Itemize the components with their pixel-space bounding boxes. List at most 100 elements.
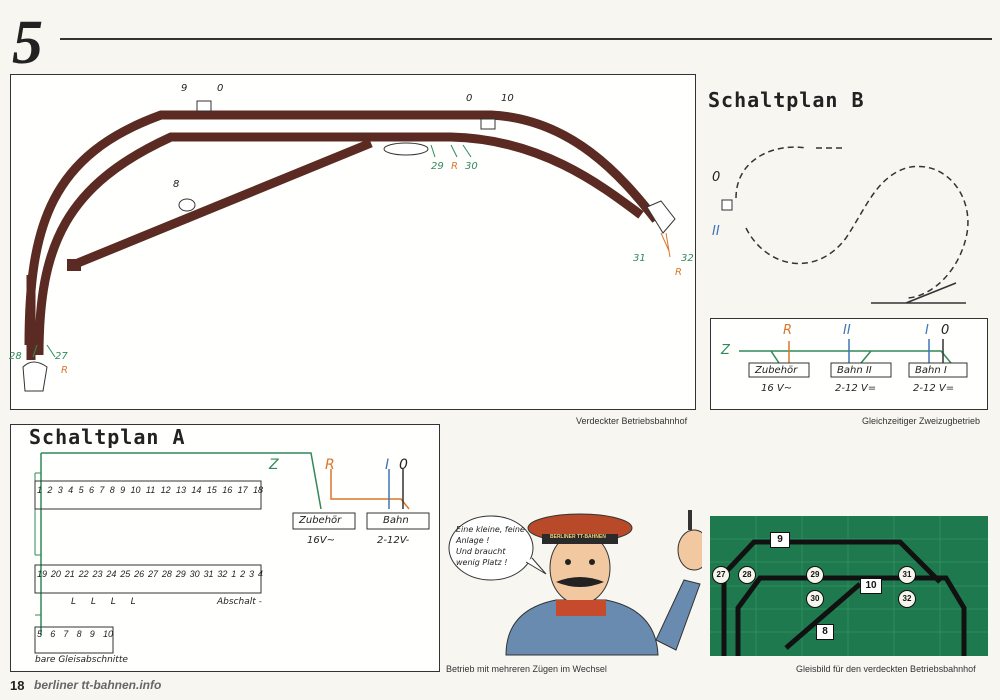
schaltplan-a-wiring-svg (34, 452, 430, 654)
terminal-22: 22 (78, 569, 89, 579)
terminal-2: 2 (47, 485, 53, 495)
gleisbild-grid-svg (710, 516, 988, 656)
schaltplan-b-marker-II: II (843, 323, 851, 338)
terminal-7: 7 (99, 485, 105, 495)
marker-32: 32 (898, 590, 916, 608)
page-number: 18 (10, 678, 25, 693)
row3-note: bare Gleisabschnitte (35, 655, 128, 665)
row2-sub: L L L L (71, 597, 142, 607)
terminal-27: 27 (148, 569, 159, 579)
terminal-10: 10 (130, 485, 141, 495)
terminal-row-2: 19 20 21 22 23 24 25 26 27 28 29 30 31 3… (37, 569, 263, 579)
terminal-17: 17 (237, 485, 248, 495)
schaltplan-b-caption: Gleichzeitiger Zweizugbetrieb (862, 416, 981, 426)
marker-29: 29 (806, 566, 824, 584)
cartoon-figure: BERLINER TT-BAHNEN Eine kleine, feine An… (446, 500, 711, 660)
terminal-29: 29 (175, 569, 186, 579)
outer-track (24, 110, 660, 346)
terminal-c8: 8 (76, 629, 82, 639)
switch-siding (178, 198, 196, 212)
schaltplan-b-label-II: II (712, 224, 720, 239)
marker-27: 27 (712, 566, 730, 584)
bubble-line-4: wenig Platz ! (456, 558, 508, 567)
inner-track (34, 132, 644, 356)
terminal-bahn2-value: 2-12 V= (835, 383, 877, 394)
label-10: 10 (501, 93, 514, 104)
switch-left (196, 100, 212, 112)
terminal-25: 25 (120, 569, 131, 579)
label-29: 29 (431, 161, 444, 172)
terminal-row-1: 1 2 3 4 5 6 7 8 9 10 11 12 13 14 15 16 1… (37, 485, 263, 495)
terminal-28: 28 (161, 569, 172, 579)
right-end-switch (646, 200, 676, 234)
schaltplan-a-title: Schaltplan A (29, 425, 186, 449)
terminal-zubehoer-a-value: 16V~ (307, 535, 335, 546)
terminal-1: 1 (37, 485, 43, 495)
site-watermark: berliner tt-bahnen.info (34, 678, 162, 692)
terminal-b3: 3 (249, 569, 255, 579)
track-layout-svg (22, 100, 676, 392)
terminal-14: 14 (191, 485, 202, 495)
marker-28: 28 (738, 566, 756, 584)
bubble-line-1: Eine kleine, feine (456, 525, 525, 534)
terminal-12: 12 (160, 485, 171, 495)
row2-note: Abschalt - (217, 597, 262, 607)
label-0-right: 0 (466, 93, 473, 104)
label-R-left: R (61, 365, 68, 376)
terminal-bahn1: Bahn I (915, 365, 947, 376)
speech-bubble-text: Eine kleine, feine Anlage ! Und braucht … (456, 524, 525, 568)
terminal-b1: 1 (231, 569, 237, 579)
terminal-20: 20 (50, 569, 61, 579)
schaltplan-a-i: I (385, 457, 390, 473)
schaltplan-b-label-0: 0 (712, 170, 721, 185)
label-31: 31 (633, 253, 646, 264)
conductor-illustration (448, 510, 711, 656)
terminal-24: 24 (106, 569, 117, 579)
terminal-c7: 7 (63, 629, 69, 639)
terminal-26: 26 (134, 569, 145, 579)
switch-middle (383, 142, 429, 156)
schaltplan-a-z: Z (269, 457, 279, 473)
label-27: 27 (55, 351, 68, 362)
schaltplan-a-0: 0 (399, 457, 408, 473)
terminal-c10: 10 (102, 629, 113, 639)
terminal-18: 18 (252, 485, 263, 495)
schaltplan-a-r: R (325, 457, 335, 473)
bubble-line-2: Anlage ! (456, 536, 490, 545)
terminal-31: 31 (203, 569, 214, 579)
terminal-5: 5 (78, 485, 84, 495)
terminal-23: 23 (92, 569, 103, 579)
siding-bumper (67, 259, 81, 271)
terminal-bahn-a-value: 2-12V- (377, 535, 410, 546)
left-end-switch (22, 361, 48, 392)
schaltplan-a-panel: Schaltplan A 1 2 3 4 5 6 7 8 9 10 11 12 … (10, 424, 440, 672)
terminal-4: 4 (68, 485, 74, 495)
terminal-8: 8 (109, 485, 115, 495)
terminal-c5: 5 (37, 629, 43, 639)
terminal-3: 3 (57, 485, 63, 495)
terminal-c9: 9 (89, 629, 95, 639)
terminal-15: 15 (206, 485, 217, 495)
terminal-b2: 2 (240, 569, 246, 579)
tile-9: 9 (770, 532, 790, 548)
schaltplan-b-track-svg (721, 146, 969, 304)
terminal-19: 19 (37, 569, 48, 579)
terminal-6: 6 (88, 485, 94, 495)
terminal-bahn1-value: 2-12 V= (913, 383, 955, 394)
schaltplan-b-marker-R: R (783, 323, 793, 338)
label-32: 32 (681, 253, 694, 264)
schaltplan-b-marker-I: I (925, 323, 929, 338)
label-R-right: R (675, 267, 682, 278)
tile-8: 8 (816, 624, 834, 640)
cartoon-caption: Betrieb mit mehreren Zügen im Wechsel (446, 664, 607, 674)
terminal-zubehoer-a: Zubehör (299, 515, 342, 526)
tile-10: 10 (860, 578, 882, 594)
terminal-zubehoer-b-value: 16 V~ (761, 383, 793, 394)
figure-eight-track (735, 146, 969, 299)
chapter-number: 5 (12, 9, 43, 77)
terminal-c6: 6 (50, 629, 56, 639)
terminal-32: 32 (217, 569, 228, 579)
terminal-b4: 4 (257, 569, 263, 579)
terminal-row-3: 5 6 7 8 9 10 (37, 629, 113, 639)
terminal-9: 9 (120, 485, 126, 495)
